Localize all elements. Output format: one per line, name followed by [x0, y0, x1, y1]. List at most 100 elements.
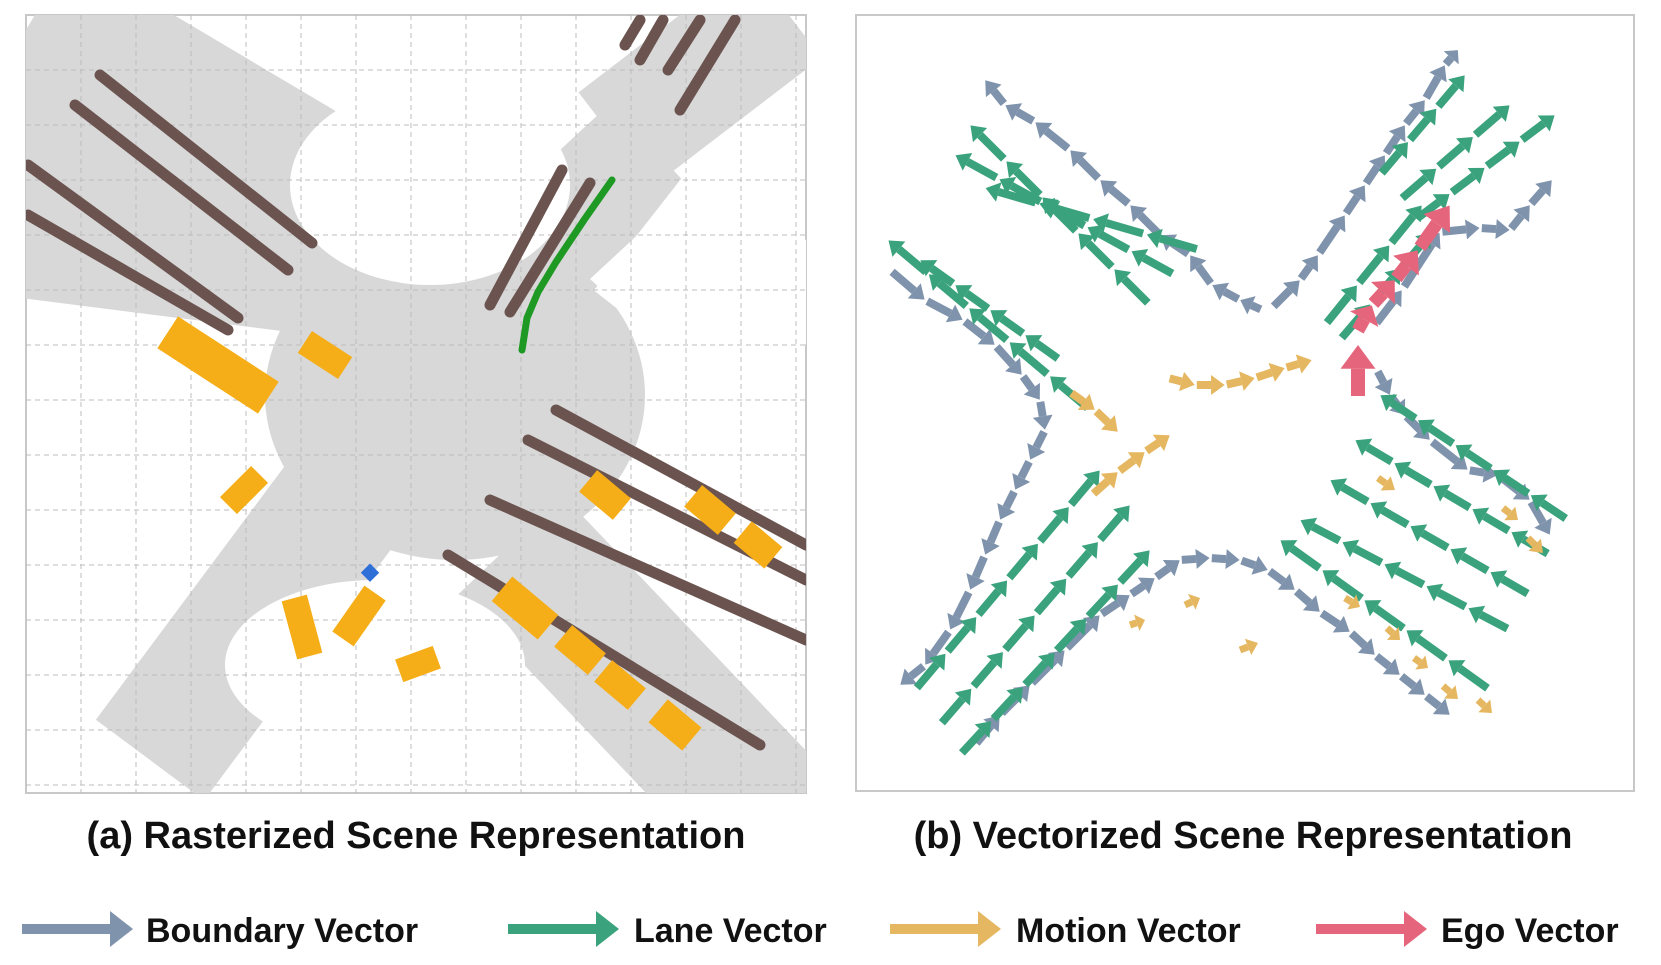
lane-vector: [936, 280, 969, 310]
boundary-vector: [1319, 609, 1341, 628]
motion-vector: [1168, 374, 1183, 386]
motion-vector-head: [1179, 371, 1195, 392]
lane-vector: [1121, 276, 1151, 306]
boundary-vector-head: [1070, 150, 1088, 168]
legend-item-boundary: Boundary Vector: [22, 911, 418, 950]
boundary-vector-head: [1190, 255, 1207, 273]
boundary-vector: [986, 520, 1003, 544]
motion-vector: [1069, 389, 1087, 406]
motion-vector-head: [1100, 415, 1118, 432]
lane-vector-head: [1006, 687, 1023, 704]
motion-vector: [1238, 643, 1250, 654]
boundary-vector-head: [1212, 282, 1230, 301]
motion-vector-head: [1127, 452, 1145, 469]
lane-vector: [1519, 120, 1547, 143]
boundary-vector: [929, 629, 952, 656]
lane-vector: [1404, 466, 1433, 489]
lane-vector: [977, 132, 1007, 162]
agent-box: [684, 485, 736, 535]
boundary-vector: [971, 555, 988, 579]
boundary-vector-head: [1225, 549, 1240, 570]
lane-vector: [1378, 149, 1403, 176]
lane-line: [484, 164, 568, 311]
lane-vector-head: [1432, 194, 1450, 211]
lane-vector: [1457, 665, 1490, 692]
lane-vector: [1033, 586, 1061, 616]
boundary-vector: [1249, 301, 1263, 314]
lane-vector: [1158, 234, 1198, 253]
lane-line: [504, 177, 596, 318]
boundary-vector: [1422, 75, 1442, 100]
lane-vector: [1500, 575, 1530, 598]
lane-vector-head: [1405, 205, 1422, 223]
agent-box: [733, 521, 783, 569]
lane-line: [619, 15, 646, 51]
boundary-vector-head: [1027, 443, 1046, 460]
road-segment: [457, 495, 806, 793]
lane-vector-head: [1355, 438, 1373, 456]
boundary-vector: [925, 297, 953, 317]
motion-vector-head: [1100, 472, 1118, 489]
boundary-vector-head: [1082, 615, 1100, 633]
motion-vector-head: [1380, 476, 1395, 491]
lane-vector-head: [959, 617, 977, 634]
ego-vector-head: [1349, 305, 1379, 327]
lane-vector-head: [1455, 444, 1473, 462]
lane-line: [550, 404, 806, 551]
lane-line: [69, 99, 294, 276]
lane-vector: [1436, 142, 1466, 170]
boundary-vector-head: [966, 573, 985, 590]
lane-vector-head: [1433, 484, 1451, 502]
boundary-vector: [1002, 490, 1018, 510]
boundary-vector: [1527, 500, 1547, 525]
ego-vector: [1414, 219, 1443, 252]
lane-vector-head: [1280, 540, 1298, 557]
lane-vector: [1352, 545, 1384, 567]
lane-vector: [1420, 529, 1450, 552]
lane-vector: [1460, 552, 1490, 575]
boundary-vector: [1211, 554, 1227, 564]
lane-vector-head: [1131, 249, 1149, 267]
agent-box: [594, 660, 646, 710]
lane-vector-head: [1537, 115, 1555, 132]
lane-vector: [1117, 557, 1144, 585]
lane-vector: [1037, 514, 1064, 544]
lane-vector-head: [1039, 197, 1056, 218]
lane-vector: [1085, 240, 1115, 270]
lane-vector-head: [929, 653, 946, 671]
agent-box: [395, 645, 441, 683]
boundary-vector-head: [1137, 577, 1155, 595]
lane-vector-head: [1049, 578, 1067, 596]
motion-vector: [1093, 408, 1111, 426]
lane-vector: [1406, 116, 1431, 143]
boundary-vector: [1442, 55, 1455, 67]
agents: [157, 316, 783, 751]
motion-vector-head: [1504, 506, 1518, 521]
boundary-vector-head: [1328, 215, 1346, 233]
boundary-vector: [962, 318, 987, 340]
motion-vector: [1090, 478, 1111, 497]
lane-vector-head: [990, 310, 1008, 327]
lane-vector-head: [990, 580, 1008, 598]
lane-vector-head: [1006, 161, 1024, 179]
boundary-vector: [1017, 460, 1033, 480]
lane-vector-head: [1448, 75, 1465, 93]
lane-vector-head: [1114, 269, 1132, 287]
lane-line: [26, 209, 234, 336]
boundary-vector: [1382, 134, 1401, 156]
agent-box: [157, 316, 279, 414]
lane-vector-head: [1330, 478, 1348, 496]
boundary-vector: [1154, 564, 1172, 581]
boundary-vector-head: [1513, 205, 1530, 223]
lane-vector: [1356, 253, 1384, 286]
boundary-vector: [908, 663, 926, 680]
lane-line: [674, 15, 741, 116]
lane-vector-head: [1394, 461, 1412, 479]
ego-planned-path: [518, 176, 616, 354]
boundary-vector-head: [1251, 555, 1268, 575]
boundary-vector-head: [907, 283, 925, 300]
lane-markings: [26, 15, 806, 751]
lane-vector-head: [1372, 245, 1390, 263]
lane-vector: [990, 694, 1017, 722]
